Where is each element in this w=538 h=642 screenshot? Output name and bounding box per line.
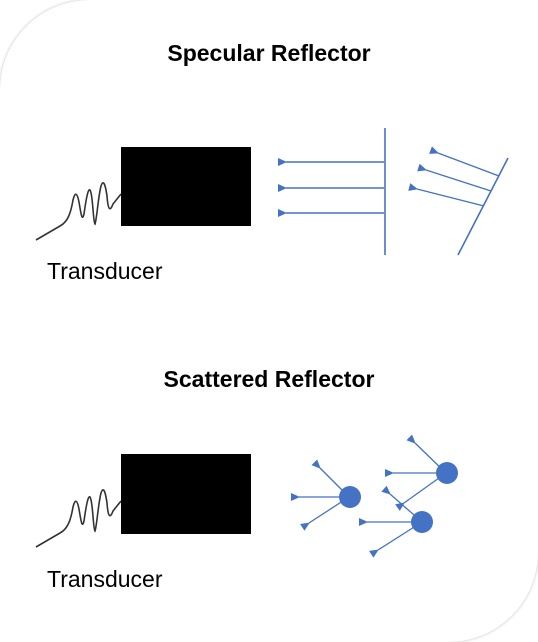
tilted-reflector-line xyxy=(457,157,509,256)
transducer-label-specular: Transducer xyxy=(47,258,163,284)
transducer-block-icon xyxy=(121,454,251,534)
oblique-reflected-arrow xyxy=(417,163,492,192)
signal-waveform-icon xyxy=(35,182,122,241)
oblique-reflected-arrow xyxy=(429,146,500,177)
signal-waveform-icon xyxy=(35,489,122,548)
specular-section xyxy=(35,128,509,256)
scattered-section xyxy=(35,434,458,558)
scattered-reflector-title: Scattered Reflector xyxy=(163,366,375,392)
scatterer-dot-icon xyxy=(411,511,433,533)
transducer-block-icon xyxy=(121,147,251,226)
scatterer-dot-icon xyxy=(436,462,458,484)
scatterer-dot-icon xyxy=(339,486,361,508)
transducer-label-scattered: Transducer xyxy=(47,566,163,592)
oblique-reflected-arrow xyxy=(408,183,485,207)
specular-reflector-title: Specular Reflector xyxy=(167,40,371,66)
